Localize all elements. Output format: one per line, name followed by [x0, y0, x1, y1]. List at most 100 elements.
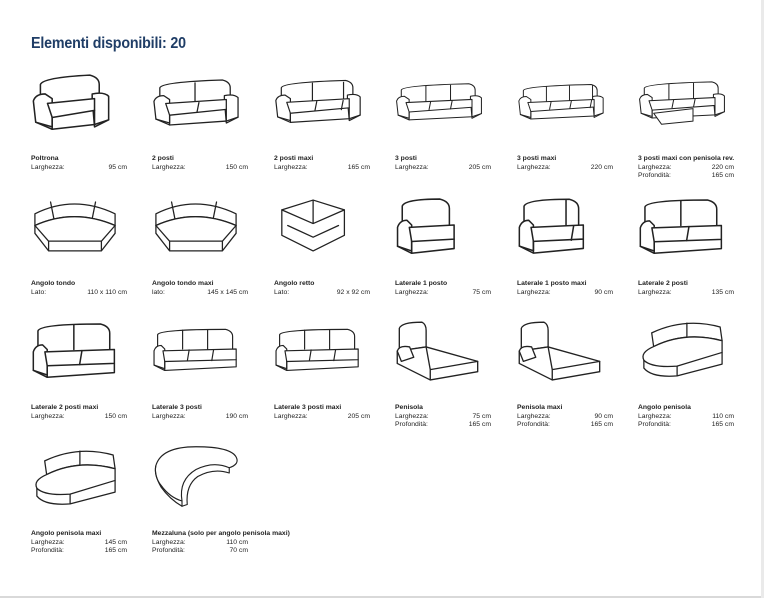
element-name: Laterale 2 posti [638, 280, 688, 287]
dimension-value: 110 x 110 cm [87, 288, 127, 296]
side-1-seat-maxi-icon [518, 198, 585, 254]
dimension-label: Profondità: [517, 421, 550, 429]
dimension-row: Profondità:165 cm [638, 172, 734, 181]
dimension-label: Larghezza: [517, 163, 551, 171]
dimension-value: 70 cm [229, 547, 248, 555]
side-1-seat-icon [396, 198, 455, 255]
element-card: 3 posti maxi con penisola rev.Larghezza:… [638, 66, 734, 185]
dimension-row: Larghezza: 145 cm [31, 539, 127, 548]
element-name: Angolo penisola [638, 404, 691, 411]
dimension-value: 95 cm [108, 163, 127, 171]
side-2-seat-icon [639, 199, 723, 255]
element-info: Mezzaluna (solo per angolo penisola maxi… [152, 530, 290, 556]
dimension-label: Larghezza: [31, 163, 65, 171]
element-name: 2 posti maxi [274, 155, 314, 162]
dimension-value: 220 cm [711, 163, 734, 171]
sofa-2-seat-maxi-icon [275, 79, 361, 123]
bottom-border [0, 596, 764, 598]
dimension-row: Larghezza: 150 cm [152, 164, 248, 173]
sofa-3-seat-icon [396, 83, 482, 121]
element-name: Laterale 1 posto [395, 280, 448, 287]
dimension-value: 205 cm [468, 163, 491, 171]
dimension-row: Larghezza:205 cm [395, 164, 491, 173]
armchair-icon [32, 74, 110, 130]
sofa-3-seat-maxi-icon [518, 84, 604, 120]
dimension-row: Larghezza:165 cm [274, 164, 370, 173]
dimension-value: 145 cm [104, 538, 127, 546]
dimension-row: Larghezza:135 cm [638, 289, 734, 298]
element-info: 3 posti maxi con penisola rev.Larghezza:… [638, 155, 734, 181]
dimension-label: Larghezza: [152, 163, 186, 171]
dimension-label: Larghezza: [31, 538, 65, 546]
chaise-maxi-icon [518, 321, 601, 381]
element-name: Angolo tondo [31, 280, 76, 287]
dimension-label: Larghezza: [517, 288, 551, 296]
dimension-value: 90 cm [594, 412, 613, 420]
element-name: Penisola [395, 404, 423, 411]
side-3-seat-maxi-icon [275, 328, 359, 372]
round-corner-icon [34, 201, 116, 252]
dimension-label: lato: [152, 288, 165, 296]
dimension-value: 205 cm [347, 412, 370, 420]
side-2-seat-maxi-icon [32, 323, 116, 379]
dimension-row: Larghezza: 220 cm [638, 164, 734, 173]
element-name: Angolo retto [274, 280, 315, 287]
dimension-row: Lato:92 x 92 cm [274, 289, 370, 298]
dimension-label: Lato: [274, 288, 290, 296]
element-name: 3 posti maxi con penisola rev. [638, 155, 735, 162]
dimension-row: Profondità:165 cm [638, 421, 734, 430]
dimension-label: Profondità: [638, 172, 671, 180]
element-card: Angolo tondo maxi lato:145 x 145 cm [152, 190, 248, 310]
element-card: Mezzaluna (solo per angolo penisola maxi… [152, 442, 290, 560]
dimension-row: Larghezza: 95 cm [31, 164, 127, 173]
element-name: Laterale 3 posti maxi [274, 404, 342, 411]
dimension-row: Larghezza:75 cm [395, 289, 491, 298]
corner-chaise-icon [642, 322, 723, 377]
dimension-row: Larghezza:110 cm [152, 539, 248, 548]
element-name: Laterale 2 posti maxi [31, 404, 99, 411]
element-name: 2 posti [152, 155, 174, 162]
dimension-row: Larghezza: 90 cm [517, 289, 613, 298]
dimension-label: Larghezza: [638, 163, 672, 171]
dimension-row: Larghezza:150 cm [31, 413, 127, 422]
dimension-value: 190 cm [225, 412, 248, 420]
right-corner-icon [281, 199, 346, 252]
chaise-icon [396, 321, 479, 381]
dimension-value: 110 cm [712, 412, 734, 420]
dimension-label: Larghezza: [31, 412, 65, 420]
dimension-label: Lato: [31, 288, 47, 296]
dimension-row: Larghezza:90 cm [517, 413, 613, 422]
dimension-value: 110 cm [226, 538, 248, 546]
element-name: Angolo penisola maxi [31, 530, 102, 537]
element-name: Angolo tondo maxi [152, 280, 214, 287]
element-name: Laterale 3 posti [152, 404, 202, 411]
element-name: Laterale 1 posto maxi [517, 280, 587, 287]
dimension-value: 165 cm [468, 421, 491, 429]
dimension-value: 150 cm [225, 163, 248, 171]
dimension-row: lato:145 x 145 cm [152, 289, 248, 298]
element-name: 3 posti maxi [517, 155, 557, 162]
dimension-label: Profondità: [395, 421, 428, 429]
dimension-value: 90 cm [594, 288, 613, 296]
dimension-value: 75 cm [472, 412, 491, 420]
